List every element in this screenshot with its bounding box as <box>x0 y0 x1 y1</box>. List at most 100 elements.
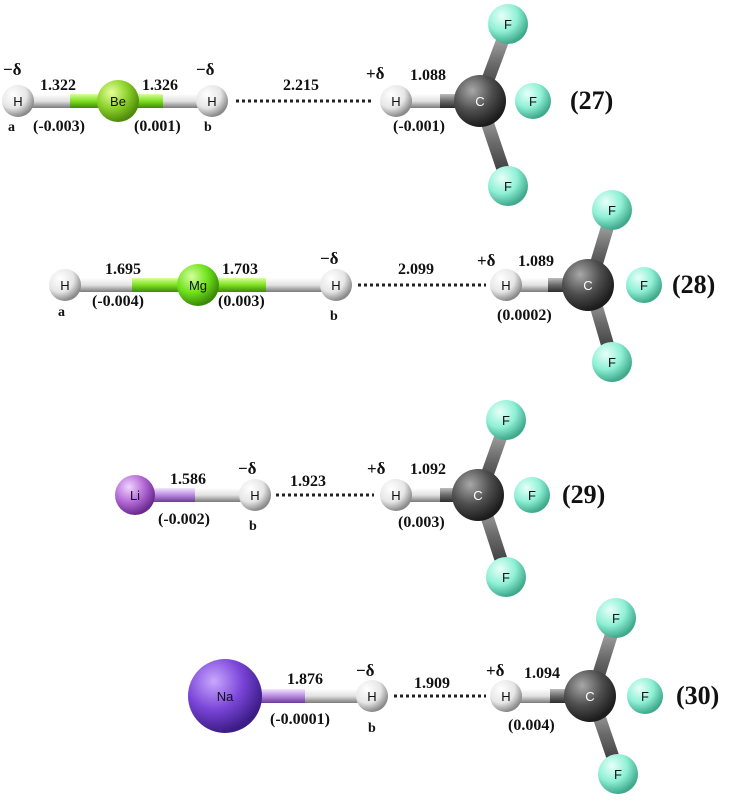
bond-change-label: (0.001) <box>134 118 181 135</box>
atom-label: H <box>501 278 510 293</box>
bond-change-label: (-0.004) <box>92 293 144 310</box>
ch-bond-length-label: 1.089 <box>518 253 554 270</box>
bond-change-label: (-0.0001) <box>270 711 330 728</box>
bond-length-label: 1.703 <box>222 261 258 278</box>
hydrogen-bond-distance: 1.923 <box>290 473 326 490</box>
atom-label: H <box>13 94 22 109</box>
charge-label: +δ <box>366 64 385 83</box>
hydrogen-bond-distance: 1.909 <box>414 675 450 692</box>
hydrogen-atom-b <box>356 680 388 712</box>
site-label-a: a <box>58 305 65 320</box>
fluorine-atom-top <box>596 598 636 638</box>
bond-change-label: (0.003) <box>218 293 265 310</box>
hydrogen-atom-b <box>320 269 352 301</box>
hydrogen-atom-b <box>239 479 271 511</box>
complex-27: H Be H H F F C F −δ a 1.322 (-0.003) 1.3… <box>2 4 613 206</box>
charge-label: −δ <box>238 459 257 478</box>
lithium-atom <box>115 475 155 515</box>
bond-length-label: 1.326 <box>142 77 178 94</box>
ch-bond-length-label: 1.094 <box>524 665 560 682</box>
atom-label: F <box>608 355 616 370</box>
hydrogen-atom-b <box>196 85 228 117</box>
atom-label: Li <box>130 488 140 503</box>
carbon-atom <box>454 75 506 127</box>
bond-length-label: 1.322 <box>40 77 76 94</box>
ch-bond-change-label: (-0.001) <box>393 118 445 135</box>
atom-label: H <box>207 94 216 109</box>
site-label-a: a <box>8 120 15 135</box>
complex-id: (29) <box>562 480 605 509</box>
hydrogen-atom-ch <box>490 680 522 712</box>
atom-label: F <box>502 413 510 428</box>
complex-id: (30) <box>676 681 719 710</box>
site-label-b: b <box>330 309 338 324</box>
atom-label: H <box>367 689 376 704</box>
site-label-b: b <box>368 721 376 736</box>
bond-length-label: 1.876 <box>287 671 323 688</box>
atom-label: Be <box>110 94 126 109</box>
charge-label: −δ <box>356 661 375 680</box>
atom-label: Mg <box>189 278 207 293</box>
carbon-atom <box>564 670 616 722</box>
charge-label: +δ <box>477 251 496 270</box>
fluorine-atom-bottom <box>598 754 638 794</box>
site-label-b: b <box>204 120 212 135</box>
fluorine-atom-top <box>592 190 632 230</box>
atom-label: H <box>391 94 400 109</box>
atom-label: H <box>501 689 510 704</box>
atom-label: F <box>529 94 537 109</box>
complex-id: (28) <box>672 270 715 299</box>
atom-label: C <box>475 94 484 109</box>
ch-bond-length-label: 1.088 <box>410 67 446 84</box>
atom-label: C <box>583 278 592 293</box>
hydrogen-bond-distance: 2.099 <box>398 261 434 278</box>
charge-label: −δ <box>320 249 339 268</box>
fluorine-atom-top <box>488 4 528 44</box>
atom-label: C <box>585 689 594 704</box>
hydrogen-atom-a <box>2 85 34 117</box>
atom-label: F <box>614 767 622 782</box>
site-label-b: b <box>249 519 257 534</box>
beryllium-atom <box>97 80 139 122</box>
charge-label: −δ <box>196 60 215 79</box>
atom-label: F <box>504 179 512 194</box>
atom-label: Na <box>217 689 234 704</box>
ch-bond-change-label: (0.004) <box>508 717 555 734</box>
bond-change-label: (-0.002) <box>158 511 210 528</box>
bond-length-label: 1.695 <box>105 261 141 278</box>
atom-label: F <box>612 611 620 626</box>
bond-length-label: 1.586 <box>170 471 206 488</box>
atom-label: F <box>528 488 536 503</box>
fluorine-atom-right <box>627 678 663 714</box>
atom-label: H <box>391 488 400 503</box>
hydrogen-atom-a <box>49 269 81 301</box>
fluorine-atom-top <box>486 400 526 440</box>
magnesium-atom <box>177 264 219 306</box>
charge-label: −δ <box>3 60 22 79</box>
fluorine-atom-right <box>514 477 550 513</box>
hydrogen-atom-ch <box>380 85 412 117</box>
hydrogen-atom-ch <box>380 479 412 511</box>
ch-bond-change-label: (0.003) <box>398 514 445 531</box>
fluorine-atom-right <box>515 83 551 119</box>
carbon-atom <box>452 469 504 521</box>
carbon-atom <box>562 259 614 311</box>
complex-29: Li H H F F C F 1.586 (-0.002) −δ b 1.923… <box>115 400 605 597</box>
fluorine-atom-bottom <box>488 166 528 206</box>
charge-label: +δ <box>367 459 386 478</box>
complex-id: (27) <box>570 86 613 115</box>
fluorine-atom-bottom <box>592 342 632 382</box>
fluorine-atom-bottom <box>486 557 526 597</box>
complex-28: H Mg H H F F C F a 1.695 (-0.004) 1.703 … <box>49 190 715 382</box>
atom-label: H <box>60 278 69 293</box>
atom-label: H <box>331 278 340 293</box>
atom-label: F <box>504 17 512 32</box>
fluorine-atom-right <box>626 267 662 303</box>
atom-label: H <box>250 488 259 503</box>
hydrogen-bond-distance: 2.215 <box>283 77 319 94</box>
atom-label: C <box>473 488 482 503</box>
charge-label: +δ <box>486 661 505 680</box>
sodium-atom <box>188 659 262 733</box>
atom-label: F <box>640 278 648 293</box>
